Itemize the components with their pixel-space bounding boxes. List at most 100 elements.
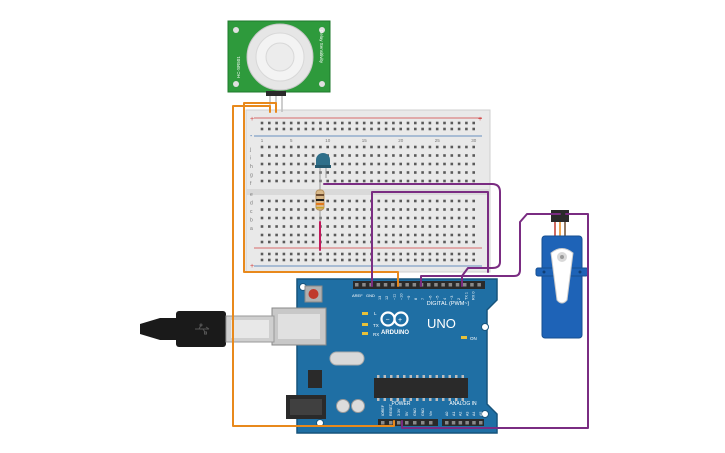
- digital-pin[interactable]: [362, 283, 366, 287]
- wire-pir-out[interactable]: [243, 102, 399, 287]
- wire-servo-power[interactable]: [420, 213, 561, 287]
- power-pin[interactable]: [381, 421, 385, 425]
- analog-pin[interactable]: [445, 421, 449, 425]
- breadboard-hole: [384, 225, 388, 228]
- reset-button[interactable]: [308, 289, 319, 299]
- breadboard-hole: [355, 199, 359, 203]
- chip-pin: [396, 375, 399, 378]
- digital-pin[interactable]: [470, 283, 474, 287]
- wire-led-signal[interactable]: [323, 183, 501, 287]
- digital-header: [353, 281, 485, 289]
- digital-pin[interactable]: [383, 283, 388, 287]
- breadboard-hole: [443, 121, 446, 125]
- breadboard-hole: [341, 258, 344, 262]
- power-pin[interactable]: [397, 421, 401, 425]
- breadboard-hole: [268, 216, 271, 220]
- breadboard-hole: [399, 171, 402, 174]
- breadboard-hole: [465, 252, 468, 256]
- power-pin[interactable]: [389, 421, 393, 425]
- breadboard-hole: [341, 127, 344, 131]
- breadboard-hole: [311, 208, 315, 211]
- chip-pin: [435, 375, 438, 378]
- analog-pin[interactable]: [465, 421, 469, 425]
- breadboard-hole: [333, 162, 337, 166]
- digital-pin[interactable]: [391, 283, 395, 287]
- breadboard-hole: [377, 225, 381, 228]
- analog-pin[interactable]: [451, 421, 456, 425]
- digital-pin[interactable]: [448, 283, 453, 287]
- rail-minus-label: -: [250, 133, 253, 140]
- breadboard-hole: [443, 208, 446, 211]
- breadboard-hole: [399, 121, 402, 125]
- analog-pin-label: A1: [452, 412, 456, 416]
- capacitor: [336, 399, 350, 413]
- breadboard-hole: [392, 171, 395, 174]
- digital-pin[interactable]: [355, 283, 359, 287]
- breadboard-hole: [457, 216, 461, 220]
- breadboard-hole: [399, 258, 402, 262]
- breadboard-hole: [384, 240, 388, 244]
- digital-pin[interactable]: [463, 283, 467, 287]
- power-pin[interactable]: [405, 421, 409, 425]
- digital-pin[interactable]: [455, 283, 460, 287]
- breadboard-hole: [435, 258, 439, 262]
- breadboard-hole: [348, 199, 351, 203]
- breadboard-hole: [435, 225, 439, 228]
- regulator: [308, 370, 322, 388]
- pir-sensor[interactable]: HC-SR501 Delay Sensitivity: [227, 20, 331, 112]
- breadboard-hole: [260, 225, 264, 228]
- breadboard-hole: [260, 121, 264, 125]
- led-l-label: L: [374, 311, 377, 316]
- chip-pin: [455, 398, 458, 401]
- digital-pin[interactable]: [405, 283, 409, 287]
- breadboard-hole: [392, 199, 395, 203]
- power-pin[interactable]: [421, 421, 425, 425]
- breadboard-hole: [399, 233, 402, 237]
- analog-pin[interactable]: [479, 421, 483, 425]
- breadboard-hole: [297, 179, 300, 183]
- breadboard-hole: [355, 121, 359, 125]
- analog-pin[interactable]: [472, 421, 476, 425]
- digital-pin[interactable]: [441, 283, 445, 287]
- breadboard-hole: [421, 145, 424, 149]
- breadboard-hole: [465, 233, 468, 237]
- breadboard-hole: [377, 154, 381, 157]
- breadboard-hole: [435, 154, 439, 157]
- digital-pin-label: ~5: [436, 296, 440, 300]
- breadboard-hole: [348, 162, 351, 166]
- power-pin[interactable]: [413, 421, 417, 425]
- breadboard-hole: [348, 121, 351, 125]
- power-header-label: POWER: [392, 401, 411, 407]
- mounting-hole: [481, 410, 489, 418]
- digital-pin-label: 12: [385, 296, 389, 300]
- breadboard-hole: [392, 145, 395, 149]
- digital-header-label: DIGITAL (PWM~): [427, 301, 470, 307]
- led-icon[interactable]: [315, 153, 331, 178]
- breadboard-hole: [326, 127, 329, 131]
- resistor-icon[interactable]: [315, 178, 325, 222]
- breadboard-hole: [333, 121, 337, 125]
- servo-motor-icon[interactable]: [535, 210, 589, 339]
- breadboard-hole: [443, 216, 446, 220]
- power-pin[interactable]: [429, 421, 433, 425]
- breadboard-hole: [406, 162, 410, 166]
- digital-pin[interactable]: [398, 283, 402, 287]
- breadboard-hole: [297, 145, 300, 149]
- digital-pin[interactable]: [477, 283, 481, 287]
- analog-pin[interactable]: [458, 421, 463, 425]
- breadboard-hole: [297, 121, 300, 125]
- digital-pin-label: ~9: [407, 296, 411, 300]
- digital-pin[interactable]: [434, 283, 438, 287]
- wire-servo-ground[interactable]: [401, 213, 589, 429]
- breadboard-hole: [399, 225, 402, 228]
- breadboard-hole: [450, 121, 454, 125]
- breadboard-col-label: 1: [261, 138, 264, 143]
- digital-pin[interactable]: [412, 283, 417, 287]
- wire-ground[interactable]: [371, 191, 489, 287]
- wire-pir-vcc[interactable]: [232, 105, 395, 427]
- breadboard-hole: [326, 252, 329, 256]
- digital-pin[interactable]: [427, 283, 431, 287]
- digital-pin[interactable]: [376, 283, 381, 287]
- breadboard-hole: [421, 199, 424, 203]
